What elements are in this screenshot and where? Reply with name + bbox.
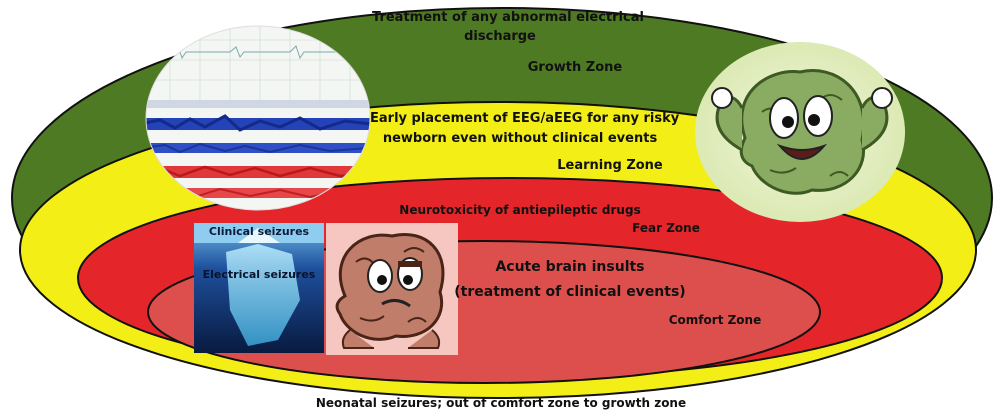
growth-zone-label: Growth Zone xyxy=(527,60,623,75)
eeg-trace-image xyxy=(146,26,370,210)
growth-statement-line1: Treatment of any abnormal electrical xyxy=(372,10,644,25)
iceberg-bottom-label: Electrical seizures xyxy=(202,268,316,281)
learning-statement-line1: Early placement of EEG/aEEG for any risk… xyxy=(370,111,680,126)
worried-brain-cartoon xyxy=(326,223,458,355)
comfort-statement-line1: Acute brain insults xyxy=(495,259,645,275)
fear-zone-label: Fear Zone xyxy=(632,221,700,235)
comfort-statement-line2: (treatment of clinical events) xyxy=(454,284,686,300)
comfort-zone-label: Comfort Zone xyxy=(668,313,762,327)
iceberg-top-label: Clinical seizures xyxy=(208,225,310,238)
diagram-caption: Neonatal seizures; out of comfort zone t… xyxy=(315,396,687,410)
iceberg-image xyxy=(194,223,324,353)
learning-zone-label: Learning Zone xyxy=(557,158,663,173)
happy-brain-cartoon xyxy=(695,42,905,222)
fear-statement: Neurotoxicity of antiepileptic drugs xyxy=(399,203,641,217)
growth-statement-line2: discharge xyxy=(464,29,536,44)
learning-statement-line2: newborn even without clinical events xyxy=(382,131,658,146)
